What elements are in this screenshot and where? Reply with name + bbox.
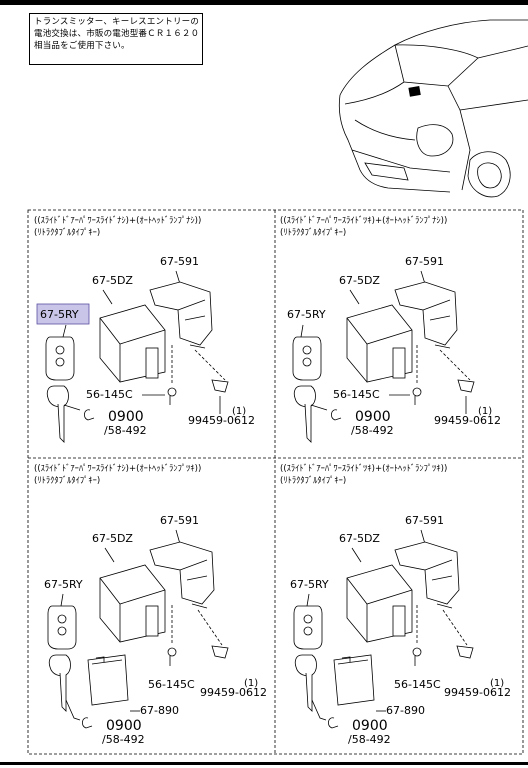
part-label-67-591[interactable]: 67-591 bbox=[160, 514, 199, 527]
note-line: トランスミッター、キーレスエントリーの bbox=[34, 17, 200, 27]
part-label-99459-0612[interactable]: 99459-0612 bbox=[188, 414, 255, 427]
panel-header-sub: (ﾘﾄﾗｸﾀﾌﾞﾙﾀｲﾌﾟｷｰ) bbox=[34, 228, 100, 238]
part-label-67-591[interactable]: 67-591 bbox=[160, 255, 199, 268]
part-label-67-5dz[interactable]: 67-5DZ bbox=[339, 532, 380, 545]
part-label-key[interactable]: 0900 bbox=[352, 718, 388, 734]
part-label-99459-0612[interactable]: 99459-0612 bbox=[200, 686, 267, 699]
panel-4: 67-5RY 67-5DZ 67-591 56-145C 67-890 (1) … bbox=[290, 514, 511, 746]
car-illustration bbox=[338, 19, 528, 198]
part-label-99459-0612[interactable]: 99459-0612 bbox=[434, 414, 501, 427]
highlight-box[interactable] bbox=[36, 303, 90, 325]
part-label-67-890[interactable]: 67-890 bbox=[140, 704, 179, 717]
part-label-key-sub: /58-492 bbox=[104, 424, 147, 437]
panel-header: ((ｽﾗｲﾄﾞﾄﾞｱｰﾊﾟﾜｰｽﾗｲﾄﾞﾂｷ)+(ｵｰﾄﾍｯﾄﾞﾗﾝﾌﾟﾅｼ)) bbox=[280, 216, 447, 226]
panel-2: 67-5RY 67-5DZ 67-591 56-145C (1) 99459-0… bbox=[287, 255, 501, 443]
panel-header-sub: (ﾘﾄﾗｸﾀﾌﾞﾙﾀｲﾌﾟｷｰ) bbox=[280, 476, 346, 486]
panel-3: 67-5RY 67-5DZ 67-591 56-145C 67-890 (1) … bbox=[44, 514, 267, 746]
panel-1: 67-5RY 67-5DZ 67-591 56-145C (1) 99459-0… bbox=[36, 255, 255, 443]
part-label-key-sub: /58-492 bbox=[102, 733, 145, 746]
part-label-56-145c[interactable]: 56-145C bbox=[333, 388, 380, 401]
part-label-key-sub: /58-492 bbox=[351, 424, 394, 437]
top-rule bbox=[0, 0, 528, 5]
bottom-rule bbox=[0, 762, 528, 765]
part-label-67-591[interactable]: 67-591 bbox=[405, 255, 444, 268]
part-label-67-5dz[interactable]: 67-5DZ bbox=[339, 274, 380, 287]
part-qty: (1) bbox=[244, 678, 258, 689]
part-label-key[interactable]: 0900 bbox=[106, 718, 142, 734]
part-label-key[interactable]: 0900 bbox=[108, 409, 144, 425]
panel-header: ((ｽﾗｲﾄﾞﾄﾞｱｰﾊﾟﾜｰｽﾗｲﾄﾞﾅｼ)+(ｵｰﾄﾍｯﾄﾞﾗﾝﾌﾟﾂｷ)) bbox=[34, 464, 201, 474]
part-label-67-5dz[interactable]: 67-5DZ bbox=[92, 274, 133, 287]
part-label-67-5dz[interactable]: 67-5DZ bbox=[92, 532, 133, 545]
part-qty: (1) bbox=[490, 678, 504, 689]
part-label-67-5ry[interactable]: 67-5RY bbox=[287, 308, 326, 321]
part-label-67-5ry[interactable]: 67-5RY bbox=[44, 578, 83, 591]
panel-header: ((ｽﾗｲﾄﾞﾄﾞｱｰﾊﾟﾜｰｽﾗｲﾄﾞﾅｼ)+(ｵｰﾄﾍｯﾄﾞﾗﾝﾌﾟﾅｼ)) bbox=[34, 216, 201, 226]
note-line: 相当品をご使用下さい。 bbox=[34, 41, 130, 51]
part-label-key[interactable]: 0900 bbox=[355, 409, 391, 425]
part-label-56-145c[interactable]: 56-145C bbox=[148, 678, 195, 691]
panel-header-sub: (ﾘﾄﾗｸﾀﾌﾞﾙﾀｲﾌﾟｷｰ) bbox=[34, 476, 100, 486]
note-line: 電池交換は、市販の電池型番ＣＲ１６２０ bbox=[34, 29, 200, 39]
diagram-frame bbox=[27, 209, 524, 755]
part-qty: (1) bbox=[478, 406, 492, 417]
part-label-67-591[interactable]: 67-591 bbox=[405, 514, 444, 527]
part-label-67-5ry[interactable]: 67-5RY bbox=[290, 578, 329, 591]
part-label-key-sub: /58-492 bbox=[348, 733, 391, 746]
panel-header-sub: (ﾘﾄﾗｸﾀﾌﾞﾙﾀｲﾌﾟｷｰ) bbox=[280, 228, 346, 238]
part-label-56-145c[interactable]: 56-145C bbox=[86, 388, 133, 401]
part-label-67-890[interactable]: 67-890 bbox=[386, 704, 425, 717]
part-label-99459-0612[interactable]: 99459-0612 bbox=[444, 686, 511, 699]
battery-note: トランスミッター、キーレスエントリーの 電池交換は、市販の電池型番ＣＲ１６２０ … bbox=[29, 13, 203, 65]
panel-header: ((ｽﾗｲﾄﾞﾄﾞｱｰﾊﾟﾜｰｽﾗｲﾄﾞﾂｷ)+(ｵｰﾄﾍｯﾄﾞﾗﾝﾌﾟﾂｷ)) bbox=[280, 464, 447, 474]
part-label-67-5ry[interactable]: 67-5RY bbox=[40, 308, 79, 321]
part-label-56-145c[interactable]: 56-145C bbox=[394, 678, 441, 691]
part-qty: (1) bbox=[232, 406, 246, 417]
